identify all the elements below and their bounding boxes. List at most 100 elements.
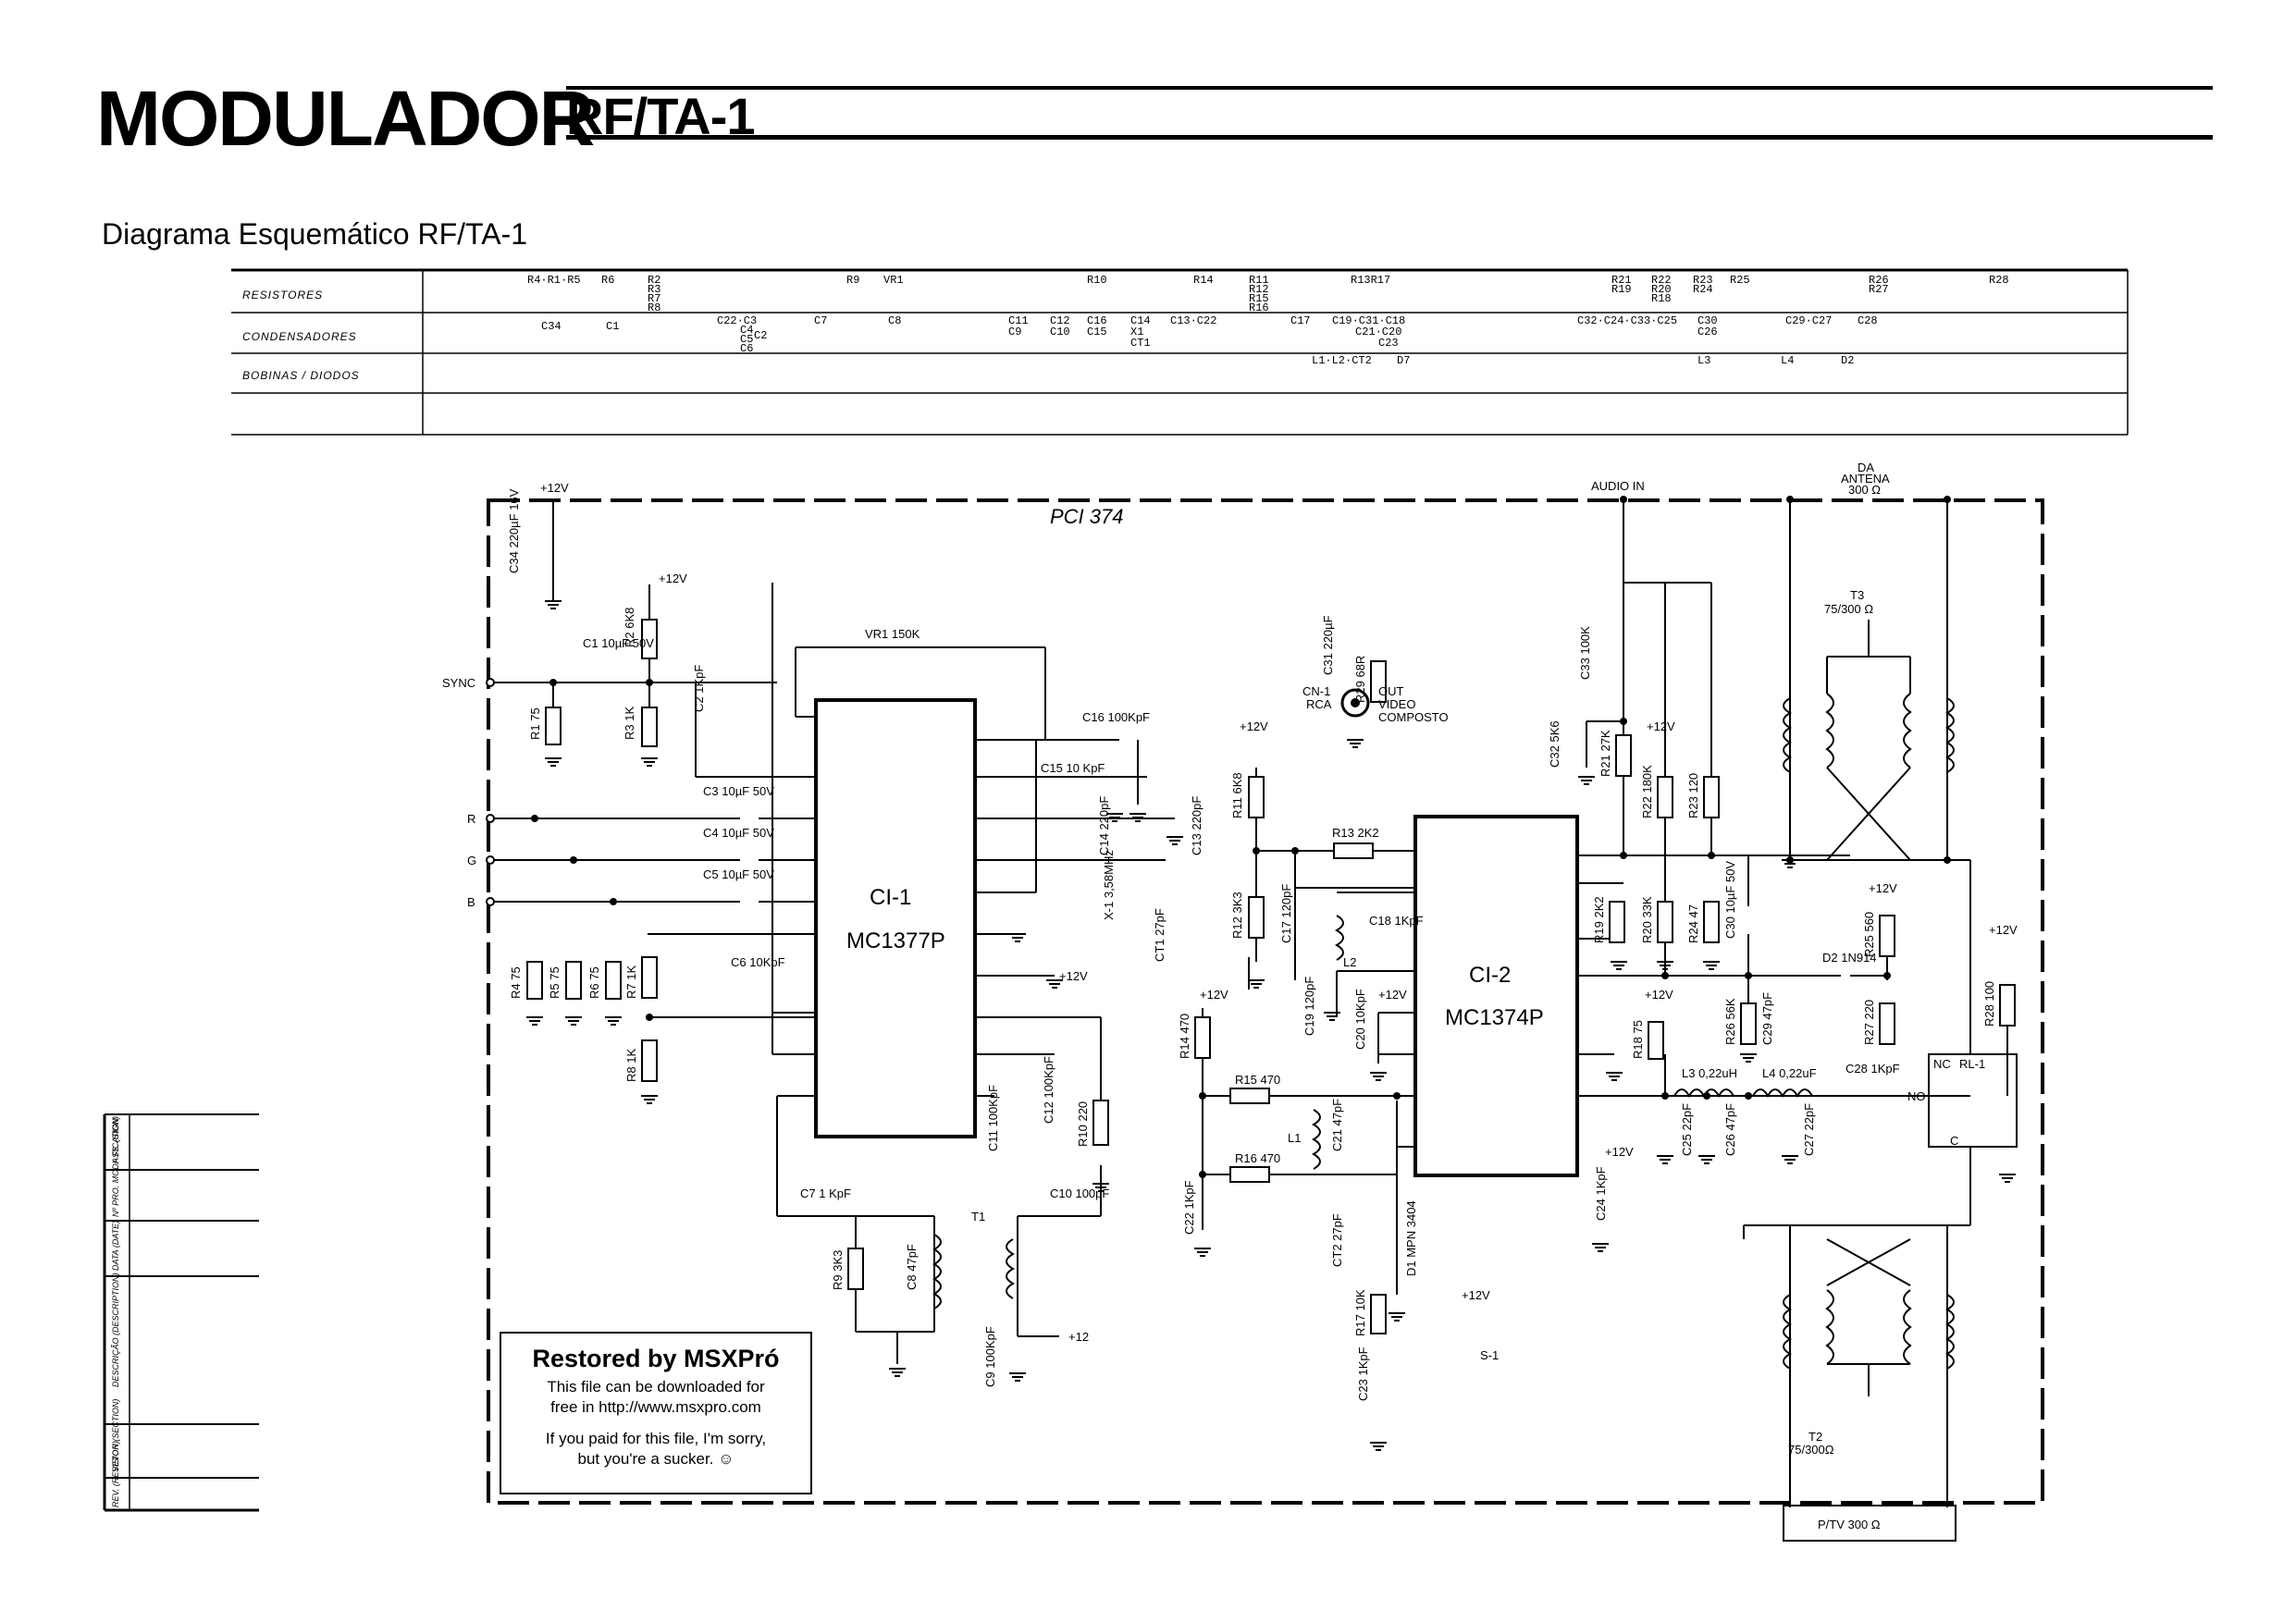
ground-icon (545, 757, 562, 767)
label-r10: R10 220 (1076, 1101, 1090, 1147)
t3-ref: T3 (1850, 588, 1864, 602)
restore-line-1: This file can be downloaded for (547, 1378, 765, 1396)
table-entry: C1 (606, 320, 619, 333)
rail-12v-r14: +12V (1200, 988, 1228, 1002)
input-b: B (467, 895, 475, 909)
label-r17: R17 10K (1353, 1289, 1367, 1336)
R12 (1248, 896, 1265, 939)
table-entry: R16 (1249, 301, 1269, 314)
table-entry: C7 (814, 314, 827, 327)
label-r4: R4 75 (509, 966, 523, 999)
table-entry: C13·C22 (1170, 314, 1216, 327)
ic2-part: MC1374P (1445, 1005, 1544, 1030)
label-r29: R29 68R (1353, 656, 1367, 703)
restore-line-3: If you paid for this file, I'm sorry, (545, 1430, 767, 1447)
label-r19: R19 2K2 (1592, 896, 1606, 943)
rca-jack-icon (1340, 688, 1370, 718)
ground-icon (565, 1016, 582, 1026)
ground-icon (1578, 776, 1595, 785)
label-c11: C11 100KpF (986, 1085, 1000, 1151)
table-entry: R6 (601, 274, 614, 287)
ground-icon (1129, 813, 1146, 822)
R24 (1703, 901, 1720, 943)
junction-dot (1708, 852, 1715, 859)
junction-dot (1661, 972, 1669, 979)
label-r25: R25 560 (1862, 912, 1876, 957)
ground-icon (1611, 961, 1627, 970)
junction-dot (610, 898, 617, 905)
rev-row-mod: Nº PRO. MODI- FICATION (111, 1117, 120, 1217)
L1 (1311, 1109, 1321, 1170)
label-r14: R14 470 (1178, 1014, 1191, 1059)
table-entry: C4 (740, 324, 753, 337)
resistors (526, 619, 2016, 1334)
rev-row-rev: REV. (REVISION) (111, 1441, 120, 1507)
R25 (1879, 915, 1895, 957)
table-entry: R12 (1249, 283, 1269, 296)
junction-dot (1199, 1171, 1206, 1178)
switch-s1: S-1 (1480, 1348, 1499, 1362)
ground-icon (1657, 1155, 1673, 1164)
table-entry: R2 (648, 274, 660, 287)
L2 (1334, 915, 1344, 961)
antenna-name: ANTENA (1841, 472, 1890, 486)
restore-line-4: but you're a sucker. ☺ (577, 1450, 734, 1468)
junction-dot (1620, 852, 1627, 859)
R10 (1092, 1100, 1109, 1146)
table-entry: C28 (1858, 314, 1878, 327)
restore-title: Restored by MSXPró (532, 1345, 780, 1372)
rail-12v-c24: +12V (1605, 1145, 1634, 1159)
table-entry: R24 (1693, 283, 1713, 296)
video-out-label1: OUT (1378, 684, 1404, 698)
R3 (641, 707, 658, 747)
ic2-box (1413, 815, 1579, 1177)
table-entry: R8 (648, 301, 660, 314)
R16 (1229, 1166, 1270, 1183)
rail-12v-r22: +12V (1647, 719, 1675, 733)
label-c18: C18 1KpF (1369, 914, 1424, 928)
label-c28: C28 1KpF (1845, 1062, 1900, 1076)
t2-ratio: 75/300Ω (1788, 1443, 1834, 1457)
junction-dot (1620, 496, 1627, 503)
table-entry: R10 (1087, 274, 1107, 287)
ground-icon (545, 600, 562, 609)
table-entry: R15 (1249, 292, 1269, 305)
label-r27: R27 220 (1862, 1000, 1876, 1045)
label-c2: C2 1KpF (692, 665, 706, 712)
label-r22: R22 180K (1640, 765, 1654, 818)
R29 (1370, 660, 1387, 703)
label-c31: C31 220µF (1321, 615, 1335, 675)
table-entry: C34 (541, 320, 562, 333)
rail-12v-top: +12V (540, 481, 569, 495)
L3 (1673, 1088, 1734, 1099)
label-r7: R7 1K (624, 965, 638, 999)
ground-icon (1657, 961, 1673, 970)
transformer-t3-icon (1783, 620, 1955, 861)
table-entry: C15 (1087, 326, 1107, 338)
rev-row-sign: ASS. (SIGN) (111, 1116, 120, 1164)
label-c6: C6 10KpF (731, 955, 785, 969)
title-rule-bottom (566, 135, 2213, 140)
table-entry: R20 (1651, 283, 1672, 296)
label-r2: R2 6K8 (623, 608, 636, 647)
table-entry: C10 (1050, 326, 1070, 338)
table-entry: R22 (1651, 274, 1672, 287)
table-entry: C8 (888, 314, 901, 327)
table-entry: R3 (648, 283, 660, 296)
R13 (1333, 842, 1374, 859)
table-entry: R26 (1869, 274, 1889, 287)
label-c30: C30 10µF 50V (1723, 861, 1737, 939)
label-x1: X-1 3,58MHz (1102, 850, 1116, 920)
ground-icon (1009, 933, 1026, 942)
R18 (1648, 1021, 1664, 1060)
label-r18: R18 75 (1631, 1020, 1645, 1059)
table-entry: R19 (1611, 283, 1632, 296)
input-terminals (486, 678, 495, 906)
rail-12v-r28: +12V (1989, 923, 2018, 937)
ground-icon (1592, 1243, 1609, 1252)
rail-12v-r11: +12V (1240, 719, 1268, 733)
ground-icon (1092, 1183, 1109, 1192)
table-entry: D2 (1841, 354, 1854, 367)
